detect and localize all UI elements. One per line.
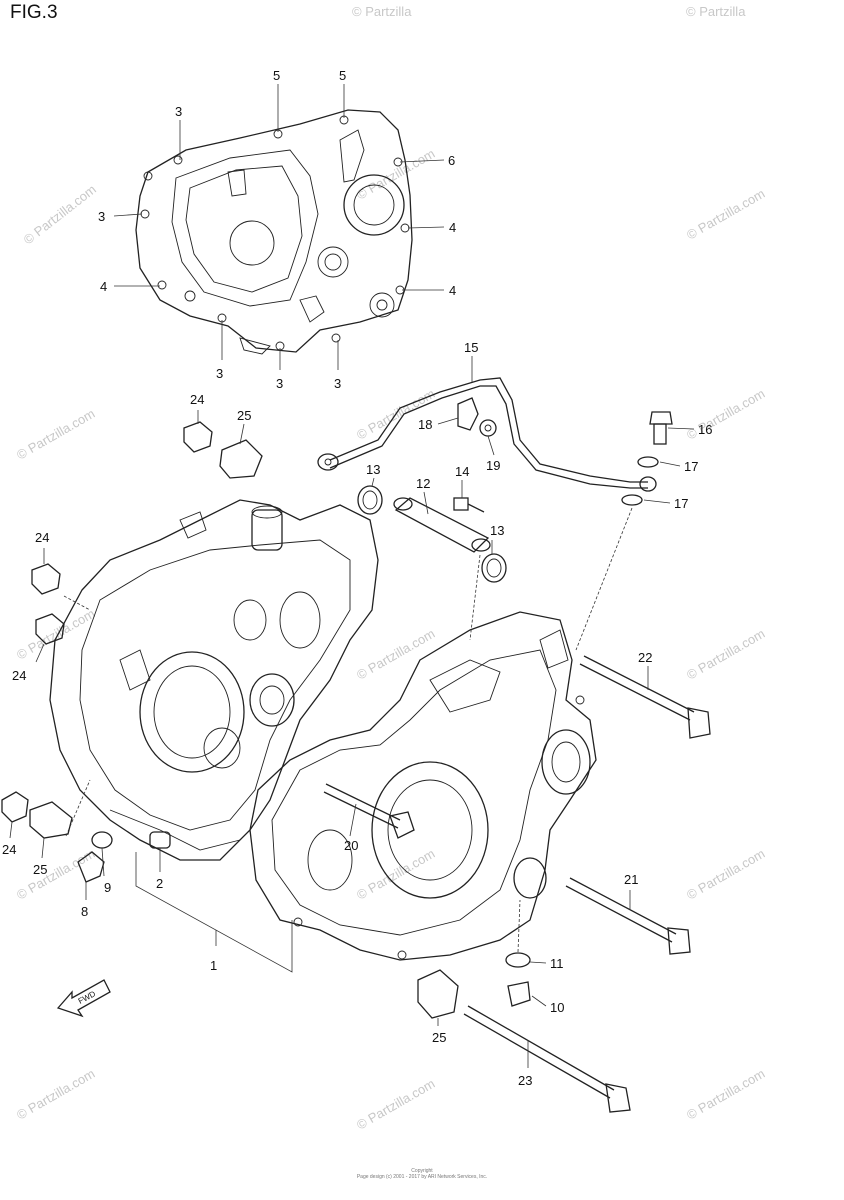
callout-25: 25	[33, 862, 47, 877]
callout-25: 25	[237, 408, 251, 423]
watermark: © Partzilla	[686, 4, 746, 19]
watermark: © Partzilla.com	[684, 626, 767, 683]
callout-15: 15	[464, 340, 478, 355]
callout-13: 13	[490, 523, 504, 538]
watermark: © Partzilla.com	[14, 406, 97, 463]
crankcase-half-top-view	[135, 109, 413, 355]
callout-24: 24	[2, 842, 16, 857]
watermark: © Partzilla.com	[14, 1066, 97, 1123]
callout-12: 12	[416, 476, 430, 491]
callout-25: 25	[432, 1030, 446, 1045]
copyright-line-1: Copyright	[411, 1168, 433, 1174]
callout-11: 11	[550, 956, 564, 971]
callout-5: 5	[339, 68, 346, 83]
callout-3: 3	[216, 366, 223, 381]
callout-13: 13	[366, 462, 380, 477]
callout-3: 3	[334, 376, 341, 391]
crankcase-assembly	[49, 499, 597, 961]
watermark: © Partzilla.com	[354, 1076, 437, 1133]
watermark: © Partzilla.com	[14, 606, 97, 663]
callout-20: 20	[344, 838, 358, 853]
figure-title: FIG.3	[10, 2, 58, 23]
watermark: © Partzilla.com	[684, 846, 767, 903]
fwd-label: FWD	[77, 989, 98, 1006]
watermark: © Partzilla.com	[684, 1066, 767, 1123]
callout-5: 5	[273, 68, 280, 83]
callout-10: 10	[550, 1000, 564, 1015]
callout-6: 6	[448, 153, 455, 168]
callout-24: 24	[12, 668, 26, 683]
callout-22: 22	[638, 650, 652, 665]
copyright-line-2: Page design (c) 2001 - 2017 by ARI Netwo…	[356, 1174, 488, 1180]
watermark: © Partzilla.com	[354, 626, 437, 683]
copyright-footer: Copyright Page design (c) 2001 - 2017 by…	[0, 1168, 844, 1180]
callout-4: 4	[449, 283, 456, 298]
callout-24: 24	[190, 392, 204, 407]
callout-24: 24	[35, 530, 49, 545]
callout-14: 14	[455, 464, 469, 479]
watermark: © Partzilla.com	[354, 846, 437, 903]
leader-lines	[9, 84, 695, 1068]
callout-1: 1	[210, 958, 217, 973]
callout-17: 17	[684, 459, 698, 474]
callout-3: 3	[175, 104, 182, 119]
watermark: © Partzilla.com	[14, 846, 97, 903]
callout-3: 3	[98, 209, 105, 224]
callout-21: 21	[624, 872, 638, 887]
watermark: © Partzilla	[352, 4, 412, 19]
watermark-side: © Partzilla.com	[21, 182, 99, 248]
watermark: © Partzilla.com	[684, 186, 767, 243]
callout-17: 17	[674, 496, 688, 511]
callout-9: 9	[104, 880, 111, 895]
forward-arrow-icon: FWD	[56, 979, 111, 1018]
callout-18: 18	[418, 417, 432, 432]
small-parts	[1, 377, 711, 1113]
watermark-group: © Partzilla.com © Partzilla © Partzilla …	[14, 4, 767, 1133]
callout-4: 4	[100, 279, 107, 294]
watermark: © Partzilla.com	[684, 386, 767, 443]
callout-2: 2	[156, 876, 163, 891]
callout-19: 19	[486, 458, 500, 473]
callout-8: 8	[81, 904, 88, 919]
callout-labels: 1 2 3 3 3 3 3 3 4 4 4 5 5 6 8 9 10 11 12…	[2, 68, 712, 1088]
callout-23: 23	[518, 1073, 532, 1088]
callout-3: 3	[276, 376, 283, 391]
callout-4: 4	[449, 220, 456, 235]
watermark: © Partzilla.com	[354, 146, 437, 203]
callout-16: 16	[698, 422, 712, 437]
